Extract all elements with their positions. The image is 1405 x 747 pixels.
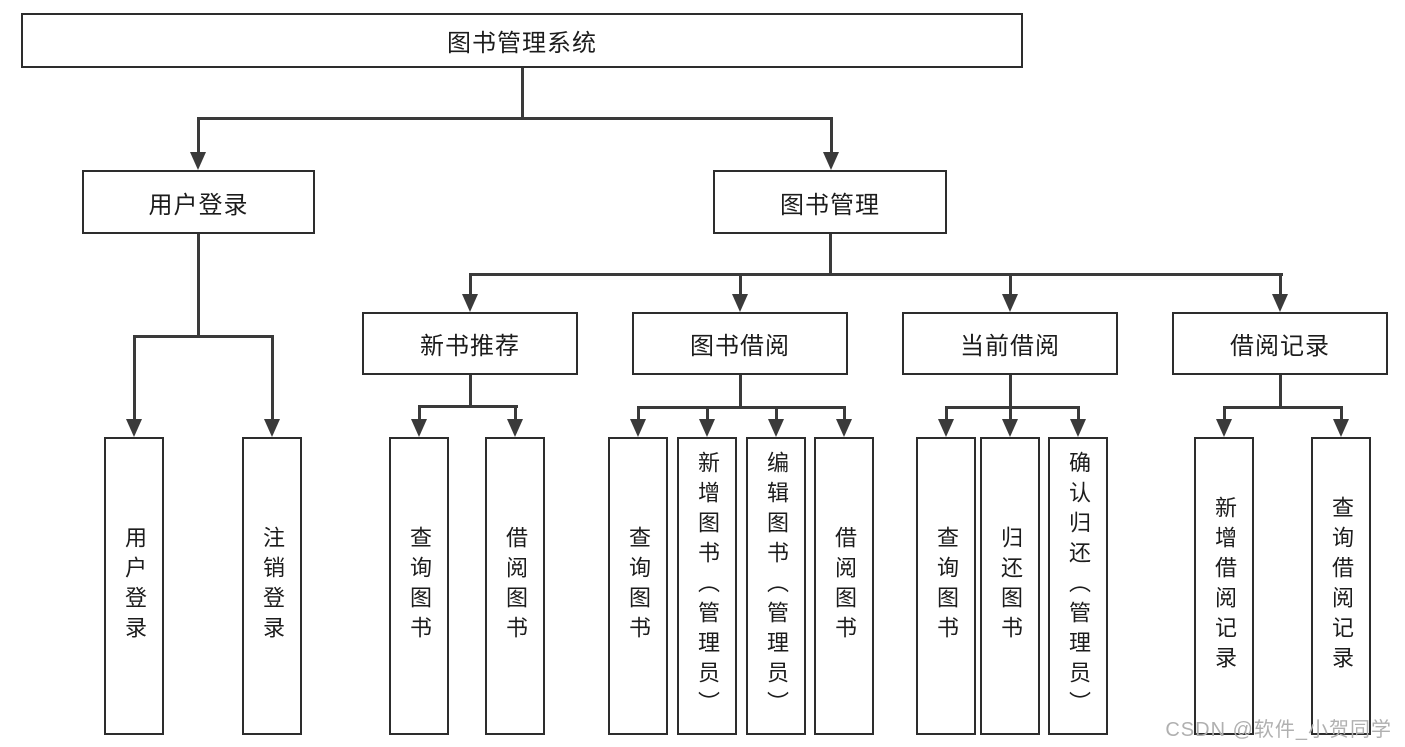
connector-line <box>468 375 472 408</box>
connector-line <box>774 406 778 421</box>
leaf-label: 查询图书 <box>626 526 651 646</box>
connector-line <box>196 117 200 153</box>
connector-line <box>1008 273 1012 296</box>
leaf-label: 查询图书 <box>407 526 432 646</box>
connector-line <box>513 405 517 421</box>
leaf-return-books: 归还图书 <box>980 437 1040 735</box>
arrow-down-icon <box>1216 419 1232 437</box>
leaf-label: 注销登录 <box>260 526 285 646</box>
watermark: CSDN @软件_小贺同学 <box>1165 719 1392 741</box>
connector-line <box>944 406 948 421</box>
connector-line <box>842 406 846 421</box>
arrow-down-icon <box>1002 294 1018 312</box>
connector-line <box>1278 273 1282 296</box>
arrow-down-icon <box>507 419 523 437</box>
connector-line <box>705 406 709 421</box>
leaf-add-books-admin: 新增图书（管理员） <box>677 437 737 735</box>
arrow-down-icon <box>630 419 646 437</box>
node-book-borrowing: 图书借阅 <box>632 312 848 375</box>
connector-line <box>417 405 518 408</box>
connector-line <box>1008 375 1012 408</box>
connector-line <box>520 68 524 120</box>
leaf-add-borrow-record: 新增借阅记录 <box>1194 437 1254 735</box>
node-library-system: 图书管理系统 <box>21 13 1023 68</box>
node-user-login: 用户登录 <box>82 170 315 234</box>
arrow-down-icon <box>264 419 280 437</box>
connector-line <box>738 375 742 408</box>
arrow-down-icon <box>1333 419 1349 437</box>
connector-line <box>1008 406 1012 421</box>
arrow-down-icon <box>411 419 427 437</box>
connector-line <box>1222 406 1226 421</box>
leaf-confirm-return-admin: 确认归还（管理员） <box>1048 437 1108 735</box>
arrow-down-icon <box>190 152 206 170</box>
leaf-user-login: 用户登录 <box>104 437 164 735</box>
leaf-label: 借阅图书 <box>832 526 857 646</box>
leaf-borrow-books: 借阅图书 <box>814 437 874 735</box>
connector-line <box>468 273 1283 276</box>
leaf-label: 借阅图书 <box>503 526 528 646</box>
node-new-book-recommend: 新书推荐 <box>362 312 578 375</box>
connector-line <box>944 406 1080 409</box>
arrow-down-icon <box>823 152 839 170</box>
leaf-label: 确认归还（管理员） <box>1066 451 1091 721</box>
leaf-borrow-books-recommend: 借阅图书 <box>485 437 545 735</box>
arrow-down-icon <box>1272 294 1288 312</box>
leaf-edit-books-admin: 编辑图书（管理员） <box>746 437 806 735</box>
leaf-label: 查询借阅记录 <box>1329 496 1354 676</box>
leaf-logout: 注销登录 <box>242 437 302 735</box>
connector-line <box>1222 406 1343 409</box>
leaf-label: 编辑图书（管理员） <box>764 451 789 721</box>
node-borrowing-records: 借阅记录 <box>1172 312 1388 375</box>
node-current-borrowing: 当前借阅 <box>902 312 1118 375</box>
connector-line <box>132 335 274 338</box>
arrow-down-icon <box>732 294 748 312</box>
connector-line <box>1339 406 1343 421</box>
arrow-down-icon <box>699 419 715 437</box>
leaf-query-books-borrowing: 查询图书 <box>608 437 668 735</box>
leaf-query-borrow-record: 查询借阅记录 <box>1311 437 1371 735</box>
node-book-management: 图书管理 <box>713 170 947 234</box>
leaf-query-books-recommend: 查询图书 <box>389 437 449 735</box>
leaf-query-books-current: 查询图书 <box>916 437 976 735</box>
leaf-label: 归还图书 <box>998 526 1023 646</box>
arrow-down-icon <box>1002 419 1018 437</box>
connector-line <box>1076 406 1080 421</box>
arrow-down-icon <box>768 419 784 437</box>
connector-line <box>738 273 742 296</box>
leaf-label: 查询图书 <box>934 526 959 646</box>
leaf-label: 新增图书（管理员） <box>695 451 720 721</box>
connector-line <box>132 335 136 421</box>
arrow-down-icon <box>938 419 954 437</box>
connector-line <box>636 406 640 421</box>
arrow-down-icon <box>126 419 142 437</box>
connector-line <box>417 405 421 421</box>
arrow-down-icon <box>462 294 478 312</box>
connector-line <box>196 234 200 338</box>
connector-line <box>196 117 833 120</box>
connector-line <box>1278 375 1282 408</box>
leaf-label: 用户登录 <box>122 526 147 646</box>
connector-line <box>828 234 832 276</box>
leaf-label: 新增借阅记录 <box>1212 496 1237 676</box>
arrow-down-icon <box>1070 419 1086 437</box>
connector-line <box>270 335 274 421</box>
connector-line <box>468 273 472 296</box>
connector-line <box>829 117 833 153</box>
connector-line <box>636 406 846 409</box>
arrow-down-icon <box>836 419 852 437</box>
